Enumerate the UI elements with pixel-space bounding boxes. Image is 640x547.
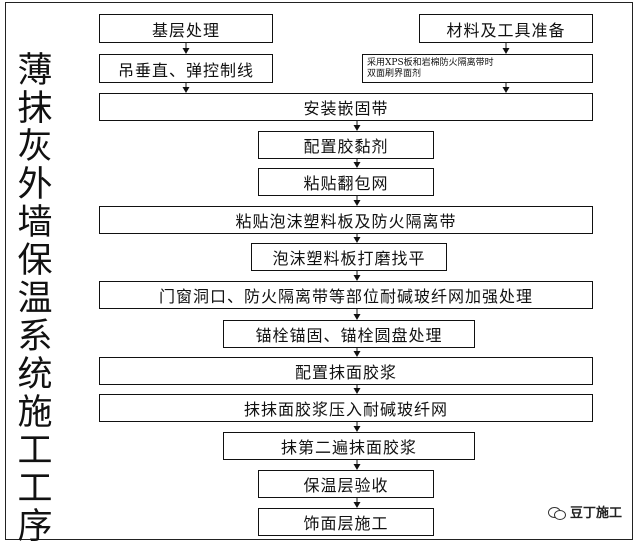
flow-arrow	[182, 83, 190, 93]
side-title-char: 灰	[17, 127, 53, 167]
flow-arrow	[353, 498, 361, 508]
side-title-char: 工	[17, 431, 53, 471]
step-material-prep: 材料及工具准备	[419, 14, 593, 43]
main-step-7: 锚栓锚固、锚栓圆盘处理	[223, 320, 475, 348]
flow-arrow	[353, 159, 361, 168]
flow-arrow	[353, 348, 361, 357]
main-step-1: 安装嵌固带	[99, 93, 593, 121]
flow-arrow	[502, 43, 510, 54]
main-step-5: 泡沫塑料板打磨找平	[251, 243, 447, 271]
side-title-char: 温	[17, 279, 53, 319]
side-title-char: 保	[17, 241, 53, 281]
side-title-char: 统	[17, 355, 53, 395]
flow-arrow	[502, 83, 510, 93]
side-title-char: 序	[17, 507, 53, 547]
main-step-12: 饰面层施工	[258, 508, 434, 536]
watermark: 豆丁施工	[547, 502, 622, 521]
flow-arrow	[353, 196, 361, 206]
step-interface-agent-line: 采用XPS板和岩棉防火隔离带时	[367, 57, 494, 68]
side-title-char: 工	[17, 469, 53, 509]
watermark-text: 豆丁施工	[569, 506, 622, 521]
side-title-char: 外	[17, 165, 53, 205]
main-step-8: 配置抹面胶浆	[99, 357, 593, 385]
step-plumb-line: 吊垂直、弹控制线	[99, 54, 273, 83]
flow-arrow	[353, 234, 361, 243]
main-step-9: 抹抹面胶浆压入耐碱玻纤网	[99, 394, 593, 422]
flow-arrow	[353, 460, 361, 470]
side-title-char: 施	[17, 393, 53, 433]
flow-arrow	[353, 121, 361, 131]
main-step-3: 粘贴翻包网	[258, 168, 434, 196]
wechat-icon	[547, 505, 566, 520]
main-step-10: 抹第二遍抹面胶浆	[223, 432, 475, 460]
flow-arrow	[353, 385, 361, 394]
side-title-char: 薄	[17, 51, 53, 91]
diagram-frame	[5, 2, 633, 540]
step-interface-agent-line: 双面刷界面剂	[367, 68, 422, 79]
side-title: 薄抹灰外墙保温系统施工工序	[14, 52, 56, 546]
main-step-2: 配置胶黏剂	[258, 131, 434, 159]
step-base-treatment: 基层处理	[99, 14, 273, 43]
flow-arrow	[353, 309, 361, 320]
flow-arrow	[353, 271, 361, 281]
main-step-11: 保温层验收	[258, 470, 434, 498]
side-title-char: 墙	[17, 203, 53, 243]
side-title-char: 抹	[17, 89, 53, 129]
side-title-char: 系	[17, 317, 53, 357]
main-step-4: 粘贴泡沫塑料板及防火隔离带	[99, 206, 593, 234]
flow-arrow	[182, 43, 190, 54]
step-interface-agent: 采用XPS板和岩棉防火隔离带时双面刷界面剂	[362, 54, 593, 83]
flow-arrow	[353, 422, 361, 432]
main-step-6: 门窗洞口、防火隔离带等部位耐碱玻纤网加强处理	[99, 281, 593, 309]
